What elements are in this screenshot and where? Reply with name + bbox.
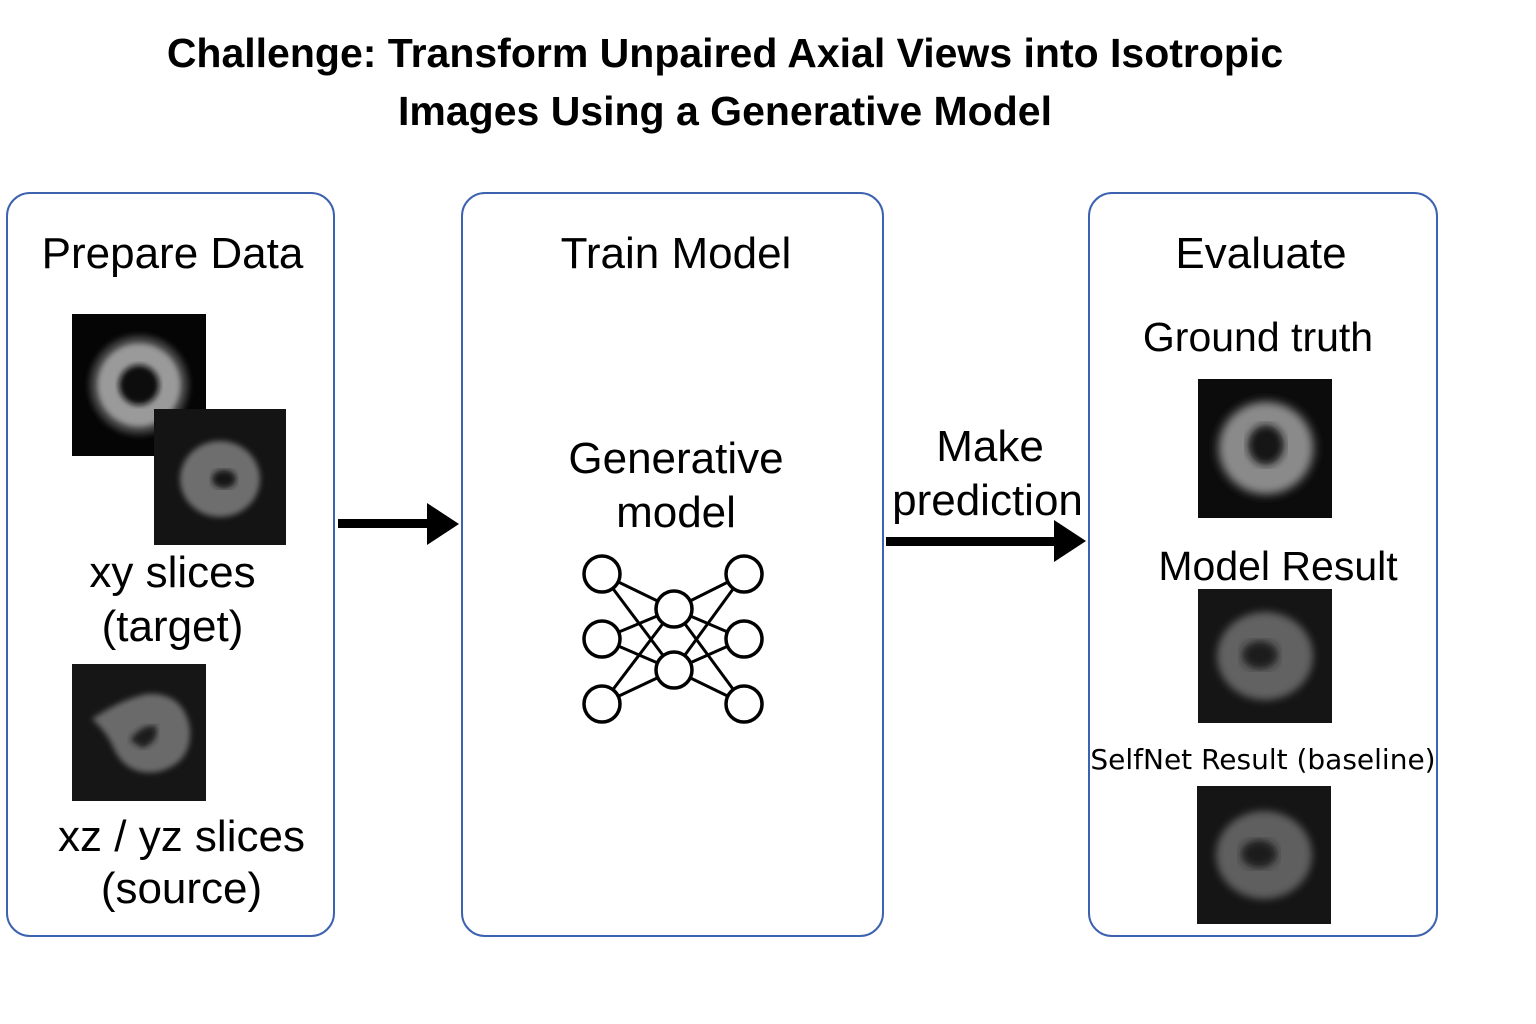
arrow-prepare-to-train (338, 503, 459, 545)
xz-yz-slice-image (72, 664, 206, 801)
prediction-label: prediction (892, 476, 1083, 525)
make-label: Make (936, 422, 1044, 471)
model-result-label: Model Result (1158, 543, 1398, 589)
arrow-train-to-evaluate (886, 520, 1086, 562)
evaluate-heading: Evaluate (1175, 229, 1347, 278)
page-title: Challenge: Transform Unpaired Axial View… (0, 24, 1450, 140)
title-line-1: Challenge: Transform Unpaired Axial View… (166, 30, 1284, 76)
generative-label: Generative (568, 434, 784, 483)
xz-yz-slices-label: xz / yz slices (58, 812, 305, 861)
model-result-image (1198, 589, 1332, 723)
train-model-panel (461, 192, 884, 937)
neural-network-icon (582, 554, 764, 724)
xy-slices-label: xy slices (89, 548, 256, 597)
title-line-2: Images Using a Generative Model (398, 88, 1052, 134)
prepare-data-heading: Prepare Data (41, 229, 304, 278)
xz-yz-source-label: (source) (100, 864, 263, 913)
ground-truth-image (1198, 379, 1332, 518)
selfnet-result-image (1197, 786, 1331, 924)
xy-slice-image-2 (154, 409, 286, 545)
model-label: model (616, 488, 736, 537)
ground-truth-label: Ground truth (1142, 314, 1374, 360)
train-model-heading: Train Model (560, 229, 792, 278)
xy-target-label: (target) (101, 602, 244, 651)
selfnet-result-label: SelfNet Result (baseline) (1090, 743, 1436, 776)
